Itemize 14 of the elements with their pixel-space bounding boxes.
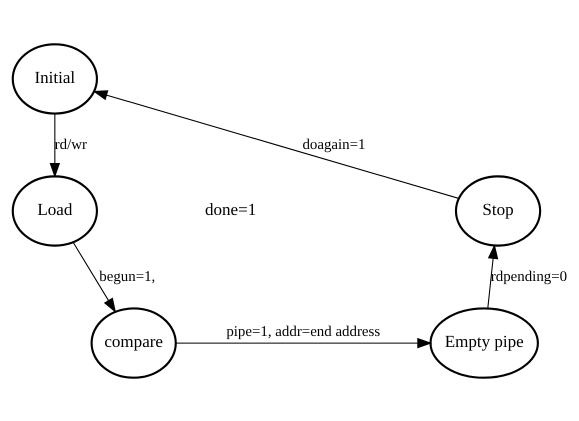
arrow <box>72 241 116 312</box>
label: done=1 <box>205 200 256 219</box>
arrow <box>92 90 459 198</box>
edge-label: doagain=1 <box>302 136 366 152</box>
arrow <box>50 113 60 178</box>
arrow <box>176 337 432 348</box>
node-ellipse: Empty pipe <box>429 306 539 378</box>
edge-label: begun=1, <box>99 268 156 284</box>
node-ellipse: Load <box>12 174 98 246</box>
arrow <box>487 243 498 308</box>
node-ellipse: Initial <box>12 42 98 114</box>
node-ellipse: Stop <box>454 174 542 246</box>
node-ellipse: compare <box>90 306 177 378</box>
edge-label: pipe=1, addr=end address <box>226 323 380 340</box>
